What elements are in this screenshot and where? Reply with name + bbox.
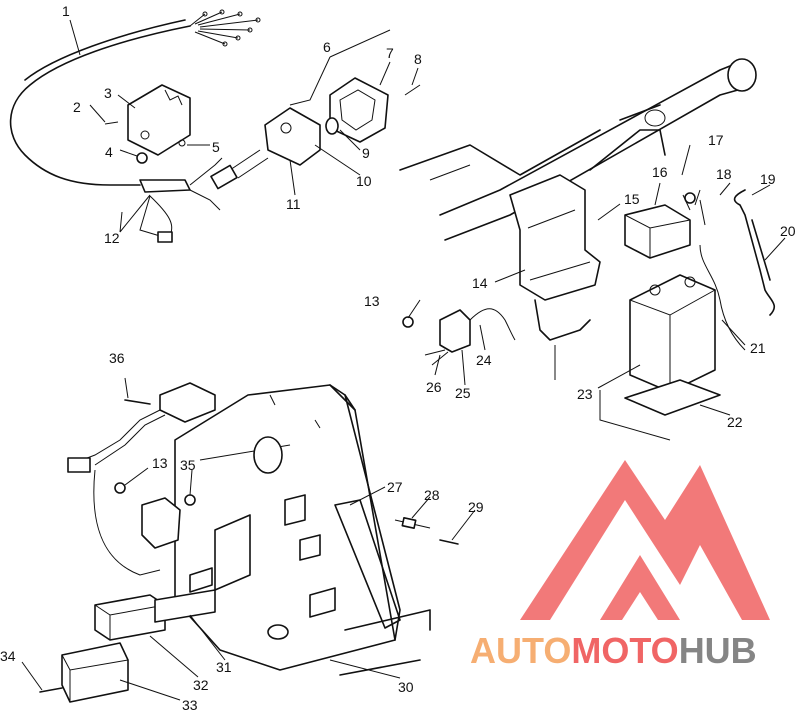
callout-label: 9 xyxy=(362,145,370,161)
callout-label: 11 xyxy=(286,196,301,212)
callout-label: 19 xyxy=(760,171,776,187)
watermark-auto: AUTO xyxy=(470,630,571,671)
callout-label: 24 xyxy=(476,352,492,368)
callout-label: 35 xyxy=(180,457,196,473)
callout-label: 29 xyxy=(468,499,484,515)
callout-label: 27 xyxy=(387,479,403,495)
battery xyxy=(599,274,721,441)
callout-label: 15 xyxy=(624,191,640,207)
solenoid xyxy=(402,308,516,366)
battery-cover xyxy=(624,204,691,259)
callout-label: 3 xyxy=(104,85,112,101)
callout-label: 26 xyxy=(426,379,442,395)
battery-box-bracket xyxy=(509,174,601,380)
callout-label: 34 xyxy=(0,648,16,664)
watermark-logo-icon xyxy=(520,460,770,620)
switch-cover xyxy=(61,642,129,703)
callout-label: 1 xyxy=(62,3,70,19)
watermark-moto: MOTO xyxy=(571,630,678,671)
callout-label: 23 xyxy=(577,386,593,402)
callout-label: 31 xyxy=(216,659,232,675)
callout-label: 5 xyxy=(212,139,220,155)
callout-label: 33 xyxy=(182,697,198,712)
callout-label: 32 xyxy=(193,677,209,693)
screw-parts xyxy=(39,189,701,693)
callout-label: 14 xyxy=(472,275,488,291)
callout-label: 28 xyxy=(424,487,440,503)
switch-mounting-block xyxy=(94,589,216,641)
callout-label: 16 xyxy=(652,164,668,180)
frame-tube xyxy=(399,58,757,241)
callout-label: 21 xyxy=(750,340,766,356)
callout-label: 22 xyxy=(727,414,743,430)
callout-label: 36 xyxy=(109,350,125,366)
callout-label: 8 xyxy=(414,51,422,67)
callout-label: 13 xyxy=(364,293,380,309)
wiring-harness xyxy=(9,9,261,243)
watermark: AUTOMOTOHUB xyxy=(470,460,770,671)
callout-label: 4 xyxy=(105,144,113,160)
callout-label: 18 xyxy=(716,166,732,182)
coil xyxy=(114,482,196,549)
callout-label: 7 xyxy=(386,45,394,61)
console-panel xyxy=(174,384,431,676)
callout-label: 12 xyxy=(104,230,120,246)
callout-label: 17 xyxy=(708,132,724,148)
battery-strap xyxy=(733,189,775,316)
leader-lines xyxy=(21,19,786,701)
callout-label: 6 xyxy=(323,39,331,55)
watermark-text: AUTOMOTOHUB xyxy=(470,630,757,671)
mounting-plate xyxy=(104,84,191,164)
callout-label: 13 xyxy=(152,455,168,471)
callout-label: 20 xyxy=(780,223,796,239)
callout-label: 30 xyxy=(398,679,414,695)
callout-label: 10 xyxy=(356,173,372,189)
watermark-hub: HUB xyxy=(679,630,757,671)
tail-light-assembly xyxy=(210,77,421,190)
callout-label: 25 xyxy=(455,385,471,401)
callout-label: 2 xyxy=(73,99,81,115)
callouts: 1 2 3 4 5 6 7 8 9 10 11 12 13 14 15 16 1… xyxy=(0,3,796,712)
regulator-module xyxy=(67,382,216,576)
